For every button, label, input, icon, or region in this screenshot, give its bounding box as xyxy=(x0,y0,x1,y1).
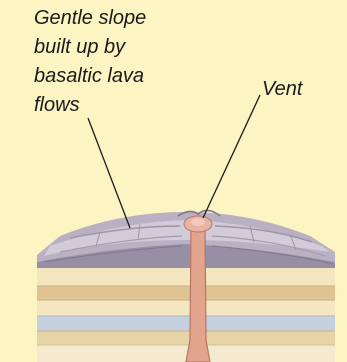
vent-leader-line xyxy=(203,95,260,218)
rock-strata xyxy=(37,268,335,362)
slope-leader-line xyxy=(88,118,130,228)
